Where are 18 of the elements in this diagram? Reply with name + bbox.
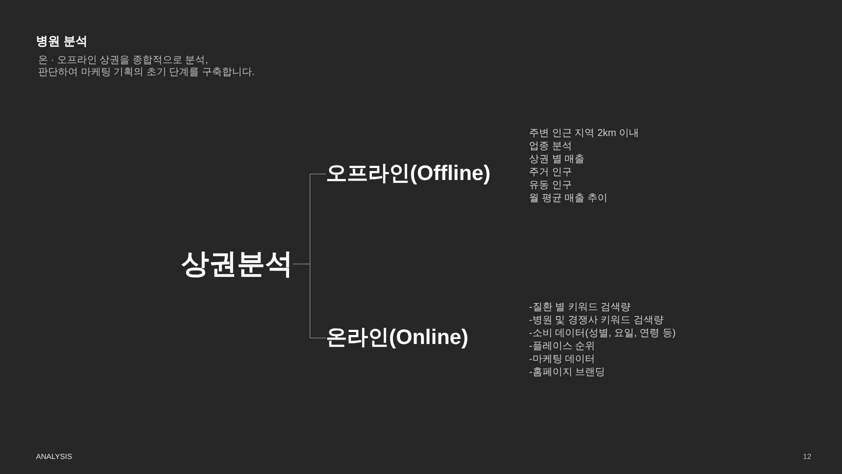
list-item-text: -마케팅 데이터: [529, 353, 596, 366]
connector-line: [292, 264, 326, 338]
topic-heading: 상권분석: [181, 248, 293, 280]
branch-heading: 오프라인(Offline): [326, 162, 490, 186]
list-item-text: 업종 분석: [529, 140, 572, 153]
list-item-text: -홈페이지 브랜딩: [529, 366, 606, 379]
branch-heading: 온라인(Online): [326, 326, 468, 350]
list-item-text: 유동 인구: [529, 179, 572, 192]
page-title: 병원 분석: [36, 33, 88, 50]
subtitle-text: 온 · 오프라인 상권을 종합적으로 분석, 판단하여 마케팅 기획의 초기 단계를 구축합니다.: [38, 55, 256, 79]
list-item-text: 월 평균 매출 추이: [529, 192, 608, 205]
list-item-text: 상권 별 매출: [529, 153, 585, 166]
list-item-text: -병원 및 경쟁사 키워드 검색량: [529, 314, 664, 327]
list-item-text: 주변 인근 지역 2km 이내: [529, 127, 640, 140]
list-item-text: -질환 별 키워드 검색량: [529, 301, 631, 314]
list-item-text: 주거 인구: [529, 166, 572, 179]
list-item-text: -플레이스 순위: [529, 340, 596, 353]
list-item-text: -소비 데이터(성별, 요일, 연령 등): [529, 327, 676, 340]
